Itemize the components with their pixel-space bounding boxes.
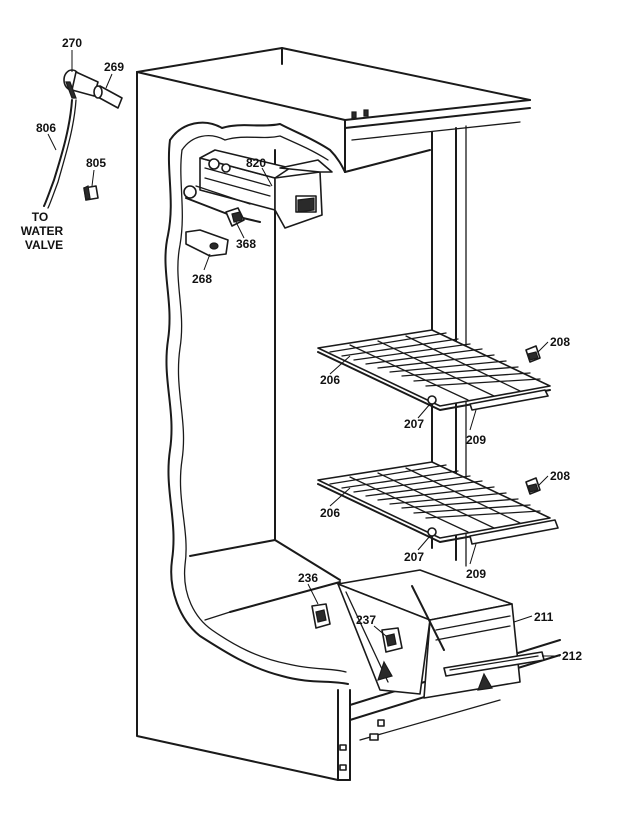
label-206-lower: 206 <box>320 506 340 520</box>
note-line-2: WATER <box>21 224 64 238</box>
label-212: 212 <box>562 649 582 663</box>
label-805: 805 <box>86 156 106 170</box>
bracket-236 <box>311 603 331 629</box>
label-207-lower: 207 <box>404 550 424 564</box>
shelf-upper <box>317 329 551 411</box>
leader-lines <box>47 50 560 657</box>
water-fitting-270 <box>63 69 99 99</box>
bracket-368 <box>225 207 245 227</box>
label-207-upper: 207 <box>404 417 424 431</box>
label-211: 211 <box>534 610 554 624</box>
label-820: 820 <box>246 156 266 170</box>
label-206-upper: 206 <box>320 373 340 387</box>
label-269: 269 <box>104 60 124 74</box>
label-208-lower: 208 <box>550 469 570 483</box>
shelf-lower <box>317 461 559 545</box>
label-368: 368 <box>236 237 256 251</box>
note-line-3: VALVE <box>25 238 63 252</box>
bin-211 <box>337 569 521 699</box>
fill-cup-268 <box>185 229 229 257</box>
liner-cutaway <box>164 121 349 685</box>
label-209-upper: 209 <box>466 433 486 447</box>
label-237: 237 <box>356 613 376 627</box>
label-270: 270 <box>62 36 82 50</box>
label-268: 268 <box>192 272 212 286</box>
ice-maker-820 <box>183 149 333 229</box>
bin-rail-212 <box>443 651 545 677</box>
label-209-lower: 209 <box>466 567 486 581</box>
clip-805 <box>83 185 99 201</box>
label-236: 236 <box>298 571 318 585</box>
water-fitting-269 <box>93 85 123 109</box>
water-line-806 <box>43 99 73 207</box>
bracket-237 <box>381 627 403 653</box>
label-208-upper: 208 <box>550 335 570 349</box>
note-line-1: TO <box>32 210 48 224</box>
label-806: 806 <box>36 121 56 135</box>
